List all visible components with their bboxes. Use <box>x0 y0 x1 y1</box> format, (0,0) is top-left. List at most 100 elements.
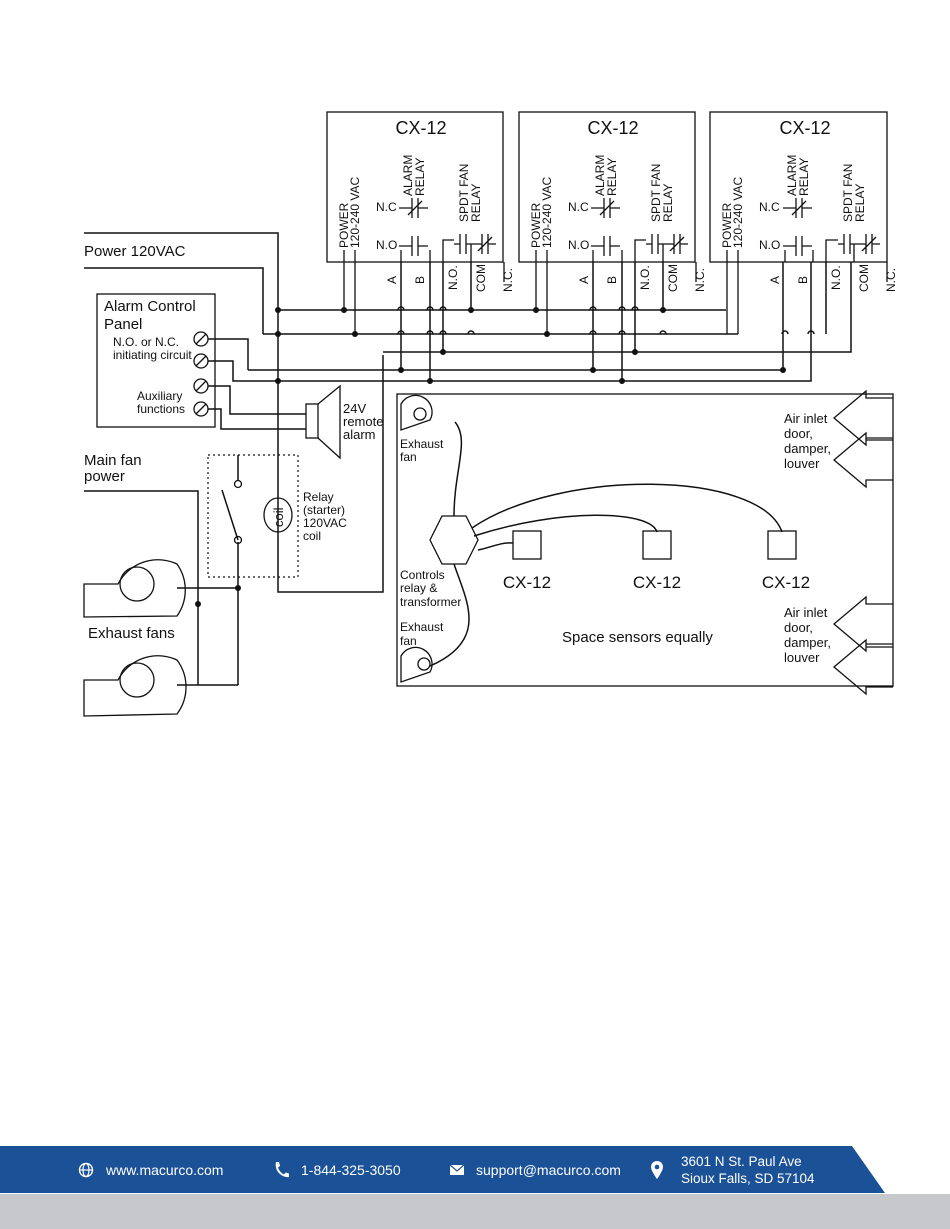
exhaust-fan-top-label-2: fan <box>400 450 417 464</box>
terminal-b-label: B <box>796 276 810 284</box>
controls-label: Controls <box>400 568 445 582</box>
space-sensors-note: Space sensors equally <box>562 629 713 646</box>
terminal-a-label: A <box>768 276 782 284</box>
initiating-circuit-label: N.O. or N.C. <box>113 335 179 349</box>
air-inlet-bottom-label-3: damper, <box>784 635 831 650</box>
terminal-com-label: COM <box>666 264 680 292</box>
main-fan-power-label-2: power <box>84 468 125 485</box>
fan-relay-label: SPDT FAN <box>841 164 855 222</box>
controller-title: CX-12 <box>587 118 638 138</box>
terminal-no-label: N.O. <box>829 265 843 290</box>
address-line-1: 3601 N St. Paul Ave <box>681 1153 802 1169</box>
terminal-nc-label: N.C. <box>501 268 515 292</box>
auxiliary-label-2: functions <box>137 402 185 416</box>
alarm-relay-label-2: RELAY <box>413 158 427 196</box>
power-120vac-label: Power 120VAC <box>84 243 186 260</box>
controls-hexagon-icon <box>429 515 479 565</box>
terminal-b-label: B <box>605 276 619 284</box>
air-inlet-top-label: Air inlet <box>784 411 828 426</box>
alarm-panel-title: Alarm Control <box>104 298 196 315</box>
sensor-3-label: CX-12 <box>762 573 810 592</box>
controller-title: CX-12 <box>779 118 830 138</box>
email-text: support@macurco.com <box>476 1161 621 1178</box>
contact-no-label: N.O <box>568 238 589 252</box>
air-inlet-top-label-3: damper, <box>784 441 831 456</box>
controls-label-3: transformer <box>400 595 461 609</box>
exhaust-fan-icon <box>83 655 187 717</box>
phone-text: 1-844-325-3050 <box>301 1161 401 1178</box>
contact-nc-label: N.C <box>568 200 589 214</box>
coil-label: coil <box>271 507 286 527</box>
fan-relay-label-2: RELAY <box>469 184 483 222</box>
fan-relay-label-2: RELAY <box>853 184 867 222</box>
power-label: POWER <box>529 202 543 248</box>
terminal-com-label: COM <box>857 264 871 292</box>
terminal-b-label: B <box>413 276 427 284</box>
relay-label-3: 120VAC <box>303 516 347 530</box>
sensor-1-label: CX-12 <box>503 573 551 592</box>
power-voltage-label: 120-240 VAC <box>540 177 554 248</box>
terminal-nc-label: N.C. <box>693 268 707 292</box>
relay-starter: coil <box>207 454 299 685</box>
footer-phone[interactable]: 1-844-325-3050 <box>273 1146 401 1193</box>
air-inlet-top-label-4: louver <box>784 456 820 471</box>
alarm-control-panel: Alarm Control Panel N.O. or N.C. initiat… <box>96 293 306 430</box>
alarm-relay-label: ALARM <box>593 155 607 196</box>
relay-label-2: (starter) <box>303 503 345 517</box>
remote-alarm-label-2: remote <box>343 414 383 429</box>
alarm-relay-label: ALARM <box>785 155 799 196</box>
remote-alarm-label-3: alarm <box>343 427 376 442</box>
air-inlet-bottom-label: Air inlet <box>784 605 828 620</box>
fan-relay-label: SPDT FAN <box>457 164 471 222</box>
terminal-a-label: A <box>577 276 591 284</box>
terminal-screw-icon <box>193 331 209 417</box>
floor-plan: Exhaust fan Exhaust fan Controls relay &… <box>396 389 894 696</box>
fan-relay-label-2: RELAY <box>661 184 675 222</box>
alarm-relay-label: ALARM <box>401 155 415 196</box>
address-line-2: Sioux Falls, SD 57104 <box>681 1170 815 1186</box>
contact-no-label: N.O <box>759 238 780 252</box>
footer-band <box>0 1146 885 1193</box>
power-label: POWER <box>337 202 351 248</box>
sensor-icon <box>767 530 797 560</box>
air-inlet-bottom-label-4: louver <box>784 650 820 665</box>
footer-grey-strip <box>0 1194 950 1229</box>
air-inlet-arrow-icon <box>832 389 893 696</box>
power-voltage-label: 120-240 VAC <box>348 177 362 248</box>
relay-coil-icon <box>263 497 293 533</box>
footer-email[interactable]: support@macurco.com <box>450 1146 621 1193</box>
exhaust-fan-icon <box>400 394 433 431</box>
terminal-com-label: COM <box>474 264 488 292</box>
website-text: www.macurco.com <box>106 1161 224 1178</box>
controller-title: CX-12 <box>395 118 446 138</box>
controls-label-2: relay & <box>400 581 437 595</box>
exhaust-fans-label: Exhaust fans <box>88 625 175 642</box>
exhaust-fan-icon <box>400 646 433 683</box>
exhaust-fan-icon <box>83 559 186 618</box>
footer: www.macurco.com 1-844-325-3050 support@m… <box>0 1146 950 1229</box>
contact-nc-label: N.C <box>376 200 397 214</box>
alarm-relay-label-2: RELAY <box>797 158 811 196</box>
terminal-nc-label: N.C. <box>884 268 898 292</box>
auxiliary-label: Auxiliary <box>137 389 182 403</box>
alarm-relay-label-2: RELAY <box>605 158 619 196</box>
contact-nc-label: N.C <box>759 200 780 214</box>
terminal-a-label: A <box>385 276 399 284</box>
footer-website[interactable]: www.macurco.com <box>78 1146 223 1193</box>
power-label: POWER <box>720 202 734 248</box>
power-voltage-label: 120-240 VAC <box>731 177 745 248</box>
terminal-no-label: N.O. <box>446 265 460 290</box>
relay-label: Relay <box>303 490 334 504</box>
remote-alarm-label: 24V <box>343 401 366 416</box>
bus-wiring <box>84 232 852 593</box>
cx12-controller-2: CX-12 POWER 120-240 VAC ALARM RELAY SPDT… <box>518 111 707 334</box>
footer-address: 3601 N St. Paul Ave Sioux Falls, SD 5710… <box>651 1146 815 1193</box>
globe-icon <box>78 1162 94 1177</box>
alarm-panel-title-2: Panel <box>104 316 142 333</box>
contact-no-label: N.O <box>376 238 397 252</box>
main-fan-power-label: Main fan <box>84 452 142 469</box>
sensor-icon <box>512 530 542 560</box>
exhaust-fan-bottom-label-2: fan <box>400 634 417 648</box>
initiating-circuit-label-2: initiating circuit <box>113 348 192 362</box>
